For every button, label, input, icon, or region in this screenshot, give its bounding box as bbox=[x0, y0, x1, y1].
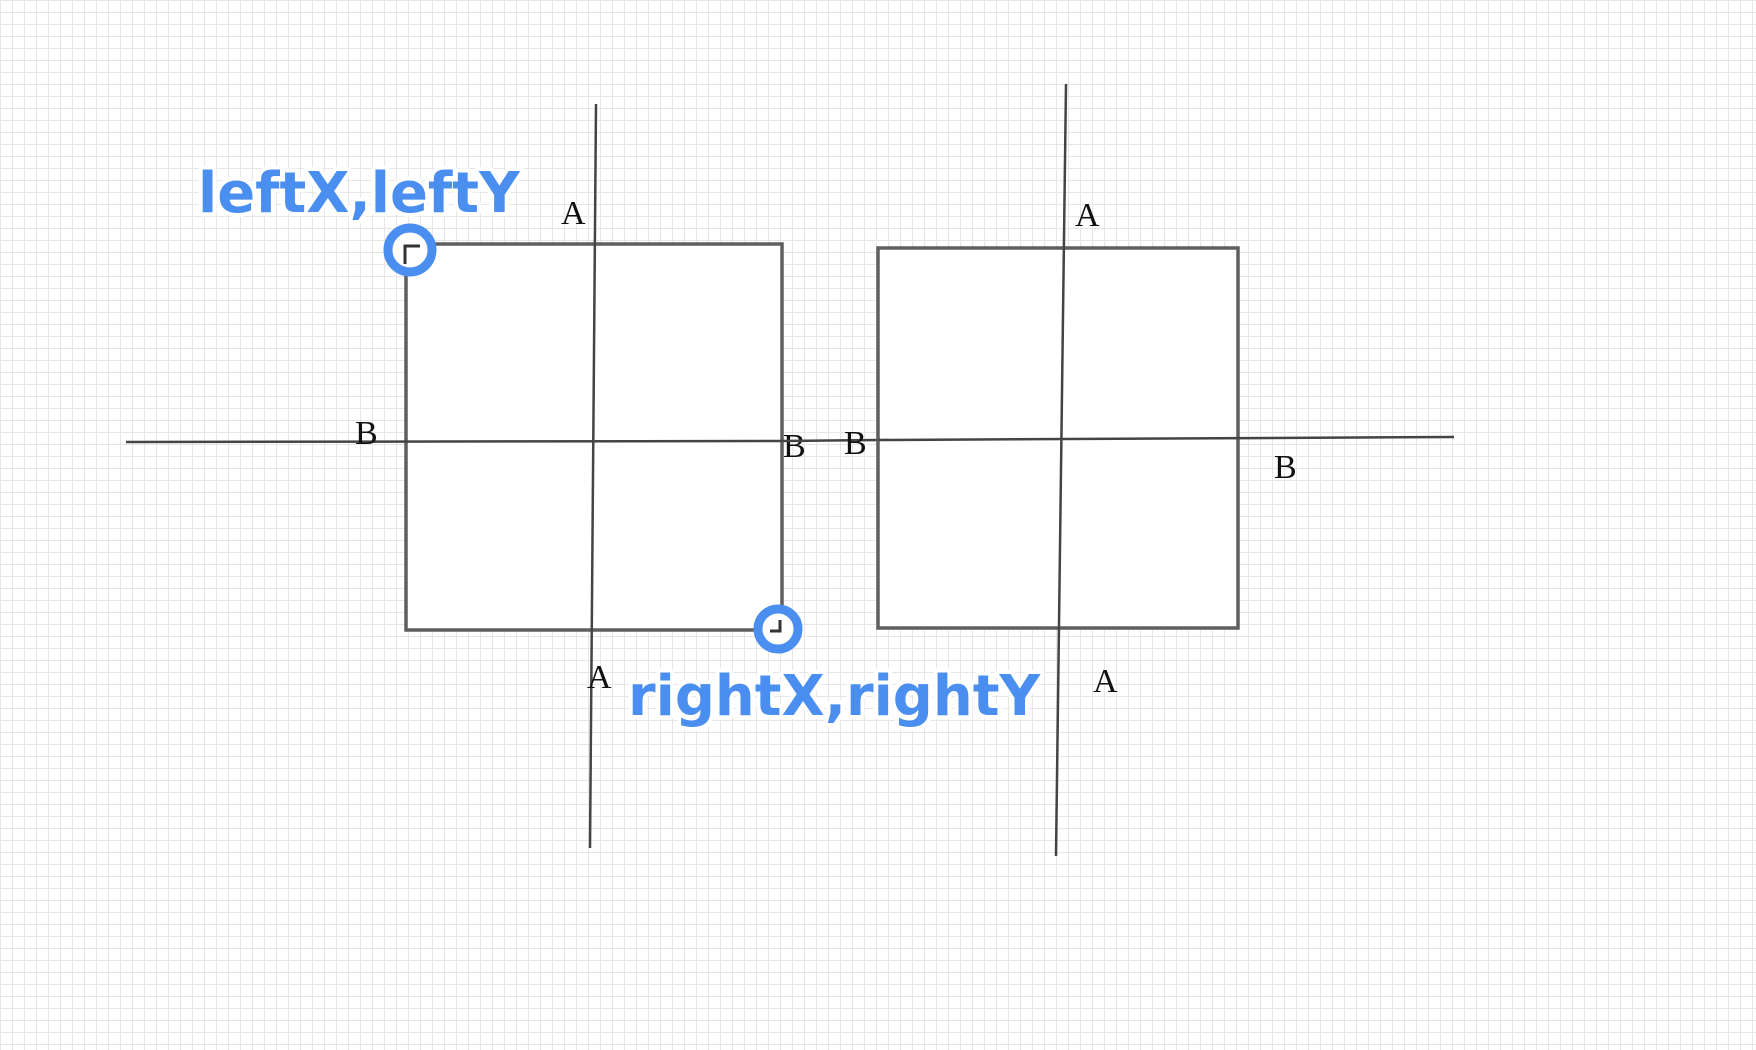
left-label-b-left: B bbox=[355, 415, 378, 452]
top-left-corner-handle[interactable] bbox=[383, 223, 437, 277]
right-figure: A A B B bbox=[844, 83, 1455, 857]
right-label-a-top: A bbox=[1075, 197, 1100, 234]
bottom-right-corner-handle[interactable] bbox=[753, 604, 803, 654]
top-left-corner-mark bbox=[403, 244, 420, 264]
bottom-right-handle-circle[interactable] bbox=[753, 604, 803, 654]
right-label-b-right: B bbox=[1274, 449, 1297, 486]
left-point-annotation: leftX,leftY bbox=[198, 161, 521, 226]
right-label-b-left: B bbox=[844, 425, 867, 462]
bottom-right-corner-mark bbox=[770, 620, 782, 633]
right-point-annotation: rightX,rightY bbox=[628, 664, 1042, 729]
right-vertical-axis bbox=[1054, 83, 1068, 857]
right-horizontal-axis bbox=[877, 435, 1455, 442]
left-label-a-top: A bbox=[561, 195, 586, 232]
top-left-handle-circle[interactable] bbox=[383, 223, 437, 277]
left-label-a-bottom: A bbox=[587, 659, 612, 696]
connector-line bbox=[781, 438, 879, 443]
left-figure: A A B B bbox=[125, 103, 806, 849]
left-horizontal-axis bbox=[125, 439, 783, 444]
left-vertical-axis bbox=[588, 103, 598, 849]
left-label-b-right: B bbox=[783, 428, 806, 465]
right-label-a-bottom: A bbox=[1093, 663, 1118, 700]
